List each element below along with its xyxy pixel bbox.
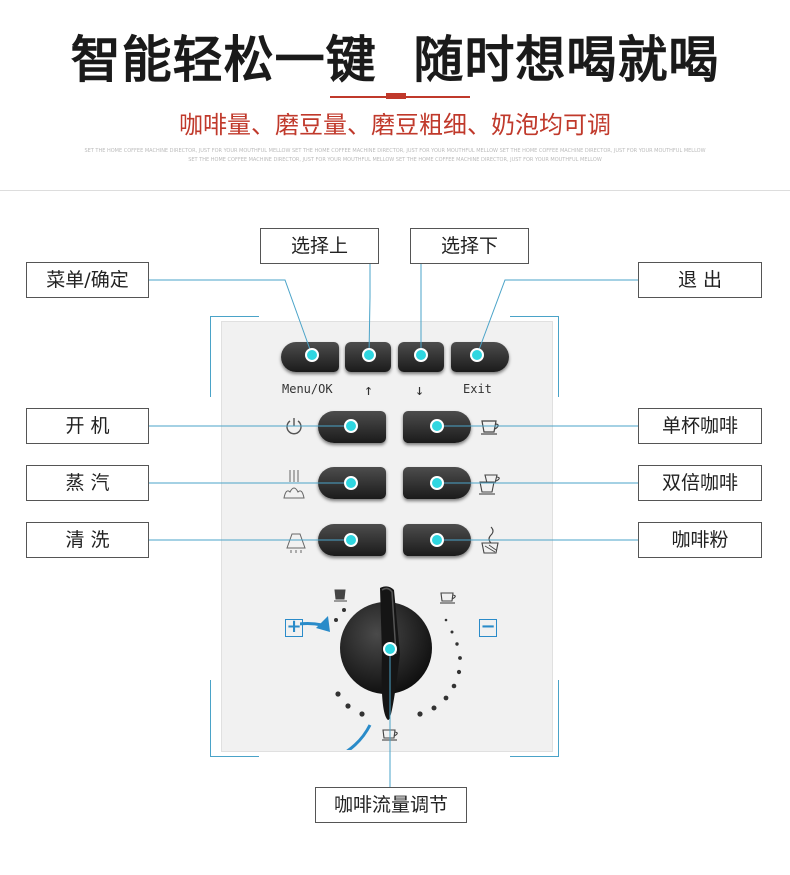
menu-ok-indicator <box>305 348 319 362</box>
page-subtitle: 咖啡量、磨豆量、磨豆粗细、奶泡均可调 <box>179 111 611 139</box>
power-icon <box>286 418 302 435</box>
up-arrow-text: ↑ <box>364 381 374 399</box>
label-up: 选择上 <box>260 228 379 264</box>
bracket-tr <box>510 316 559 397</box>
minus-button[interactable]: − <box>479 616 497 637</box>
exit-text: Exit <box>463 382 492 396</box>
label-power: 开 机 <box>26 408 149 444</box>
label-down: 选择下 <box>410 228 529 264</box>
plus-button[interactable]: + <box>285 616 303 637</box>
power-indicator <box>344 419 358 433</box>
title-accent-mark <box>386 93 406 99</box>
label-knob: 咖啡流量调节 <box>315 787 467 823</box>
knob-top-left-cup-icon <box>334 589 347 602</box>
label-single-coffee: 单杯咖啡 <box>638 408 762 444</box>
down-indicator <box>414 348 428 362</box>
tagline-2: SET THE HOME COFFEE MACHINE DIRECTOR, JU… <box>188 157 602 163</box>
up-indicator <box>362 348 376 362</box>
menu-ok-text: Menu/OK <box>282 382 333 396</box>
bracket-br <box>510 680 559 757</box>
label-steam: 蒸 汽 <box>26 465 149 501</box>
label-menu-ok: 菜单/确定 <box>26 262 149 298</box>
single-coffee-indicator <box>430 419 444 433</box>
label-double-coffee: 双倍咖啡 <box>638 465 762 501</box>
double-coffee-indicator <box>430 476 444 490</box>
bracket-bl <box>210 680 259 757</box>
separator <box>0 190 790 191</box>
page-title: 智能轻松一键 随时想喝就喝 <box>70 31 720 89</box>
label-exit: 退 出 <box>638 262 762 298</box>
label-clean: 清 洗 <box>26 522 149 558</box>
steam-icon <box>283 470 305 499</box>
label-powder: 咖啡粉 <box>638 522 762 558</box>
steam-indicator <box>344 476 358 490</box>
bracket-tl <box>210 316 259 397</box>
clean-indicator <box>344 533 358 547</box>
down-arrow-text: ↓ <box>415 381 425 399</box>
clean-icon <box>286 533 306 553</box>
exit-indicator <box>470 348 484 362</box>
knob-area <box>300 608 462 750</box>
knob-top-right-cup-icon <box>440 592 456 604</box>
powder-indicator <box>430 533 444 547</box>
powder-icon <box>481 526 499 554</box>
tagline-1: SET THE HOME COFFEE MACHINE DIRECTOR, JU… <box>84 148 706 154</box>
knob-indicator <box>383 642 397 656</box>
